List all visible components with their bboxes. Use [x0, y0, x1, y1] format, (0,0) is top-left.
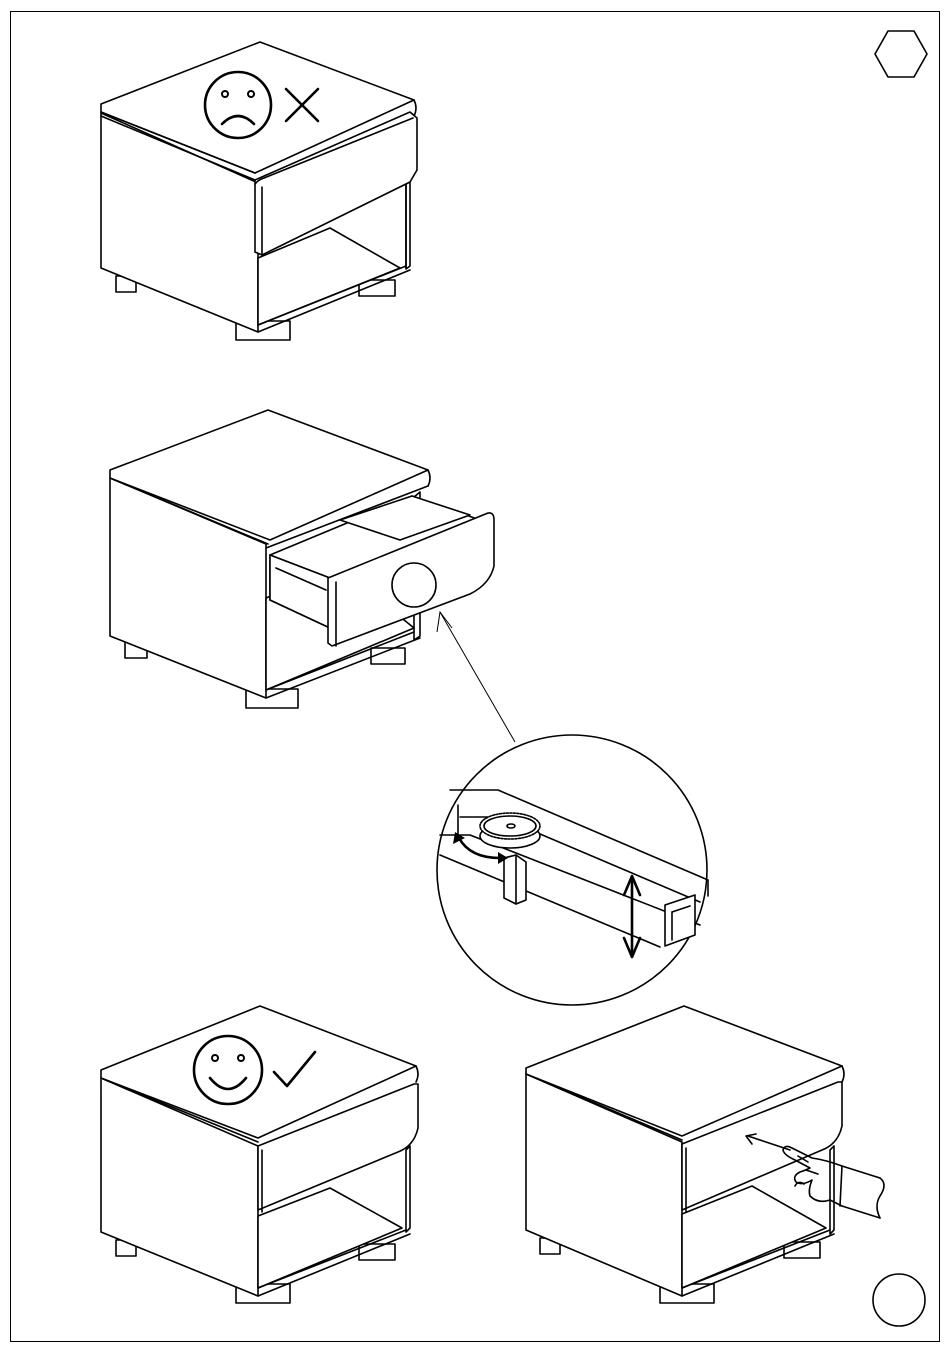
nightstand	[101, 1006, 418, 1303]
detail-callout	[437, 735, 708, 1005]
nightstand	[101, 42, 417, 340]
circle-icon	[873, 1274, 925, 1326]
back-panel	[830, 1146, 834, 1234]
back-panel	[406, 1146, 410, 1232]
adjuster-wheel-icon	[480, 813, 540, 848]
up-down-arrow-icon	[624, 876, 640, 957]
leader-line	[440, 612, 515, 742]
figure-misaligned-drawer	[101, 42, 417, 340]
figure-aligned-drawer	[101, 1006, 418, 1303]
hexagon-icon	[875, 31, 927, 77]
bracket	[504, 855, 526, 904]
figure-open-drawer-with-detail	[110, 410, 708, 1005]
nightstand	[110, 410, 494, 708]
open-shelf	[258, 1188, 402, 1288]
figure-push-to-close	[526, 1006, 884, 1303]
leg	[784, 1242, 820, 1258]
nightstand	[526, 1006, 844, 1303]
